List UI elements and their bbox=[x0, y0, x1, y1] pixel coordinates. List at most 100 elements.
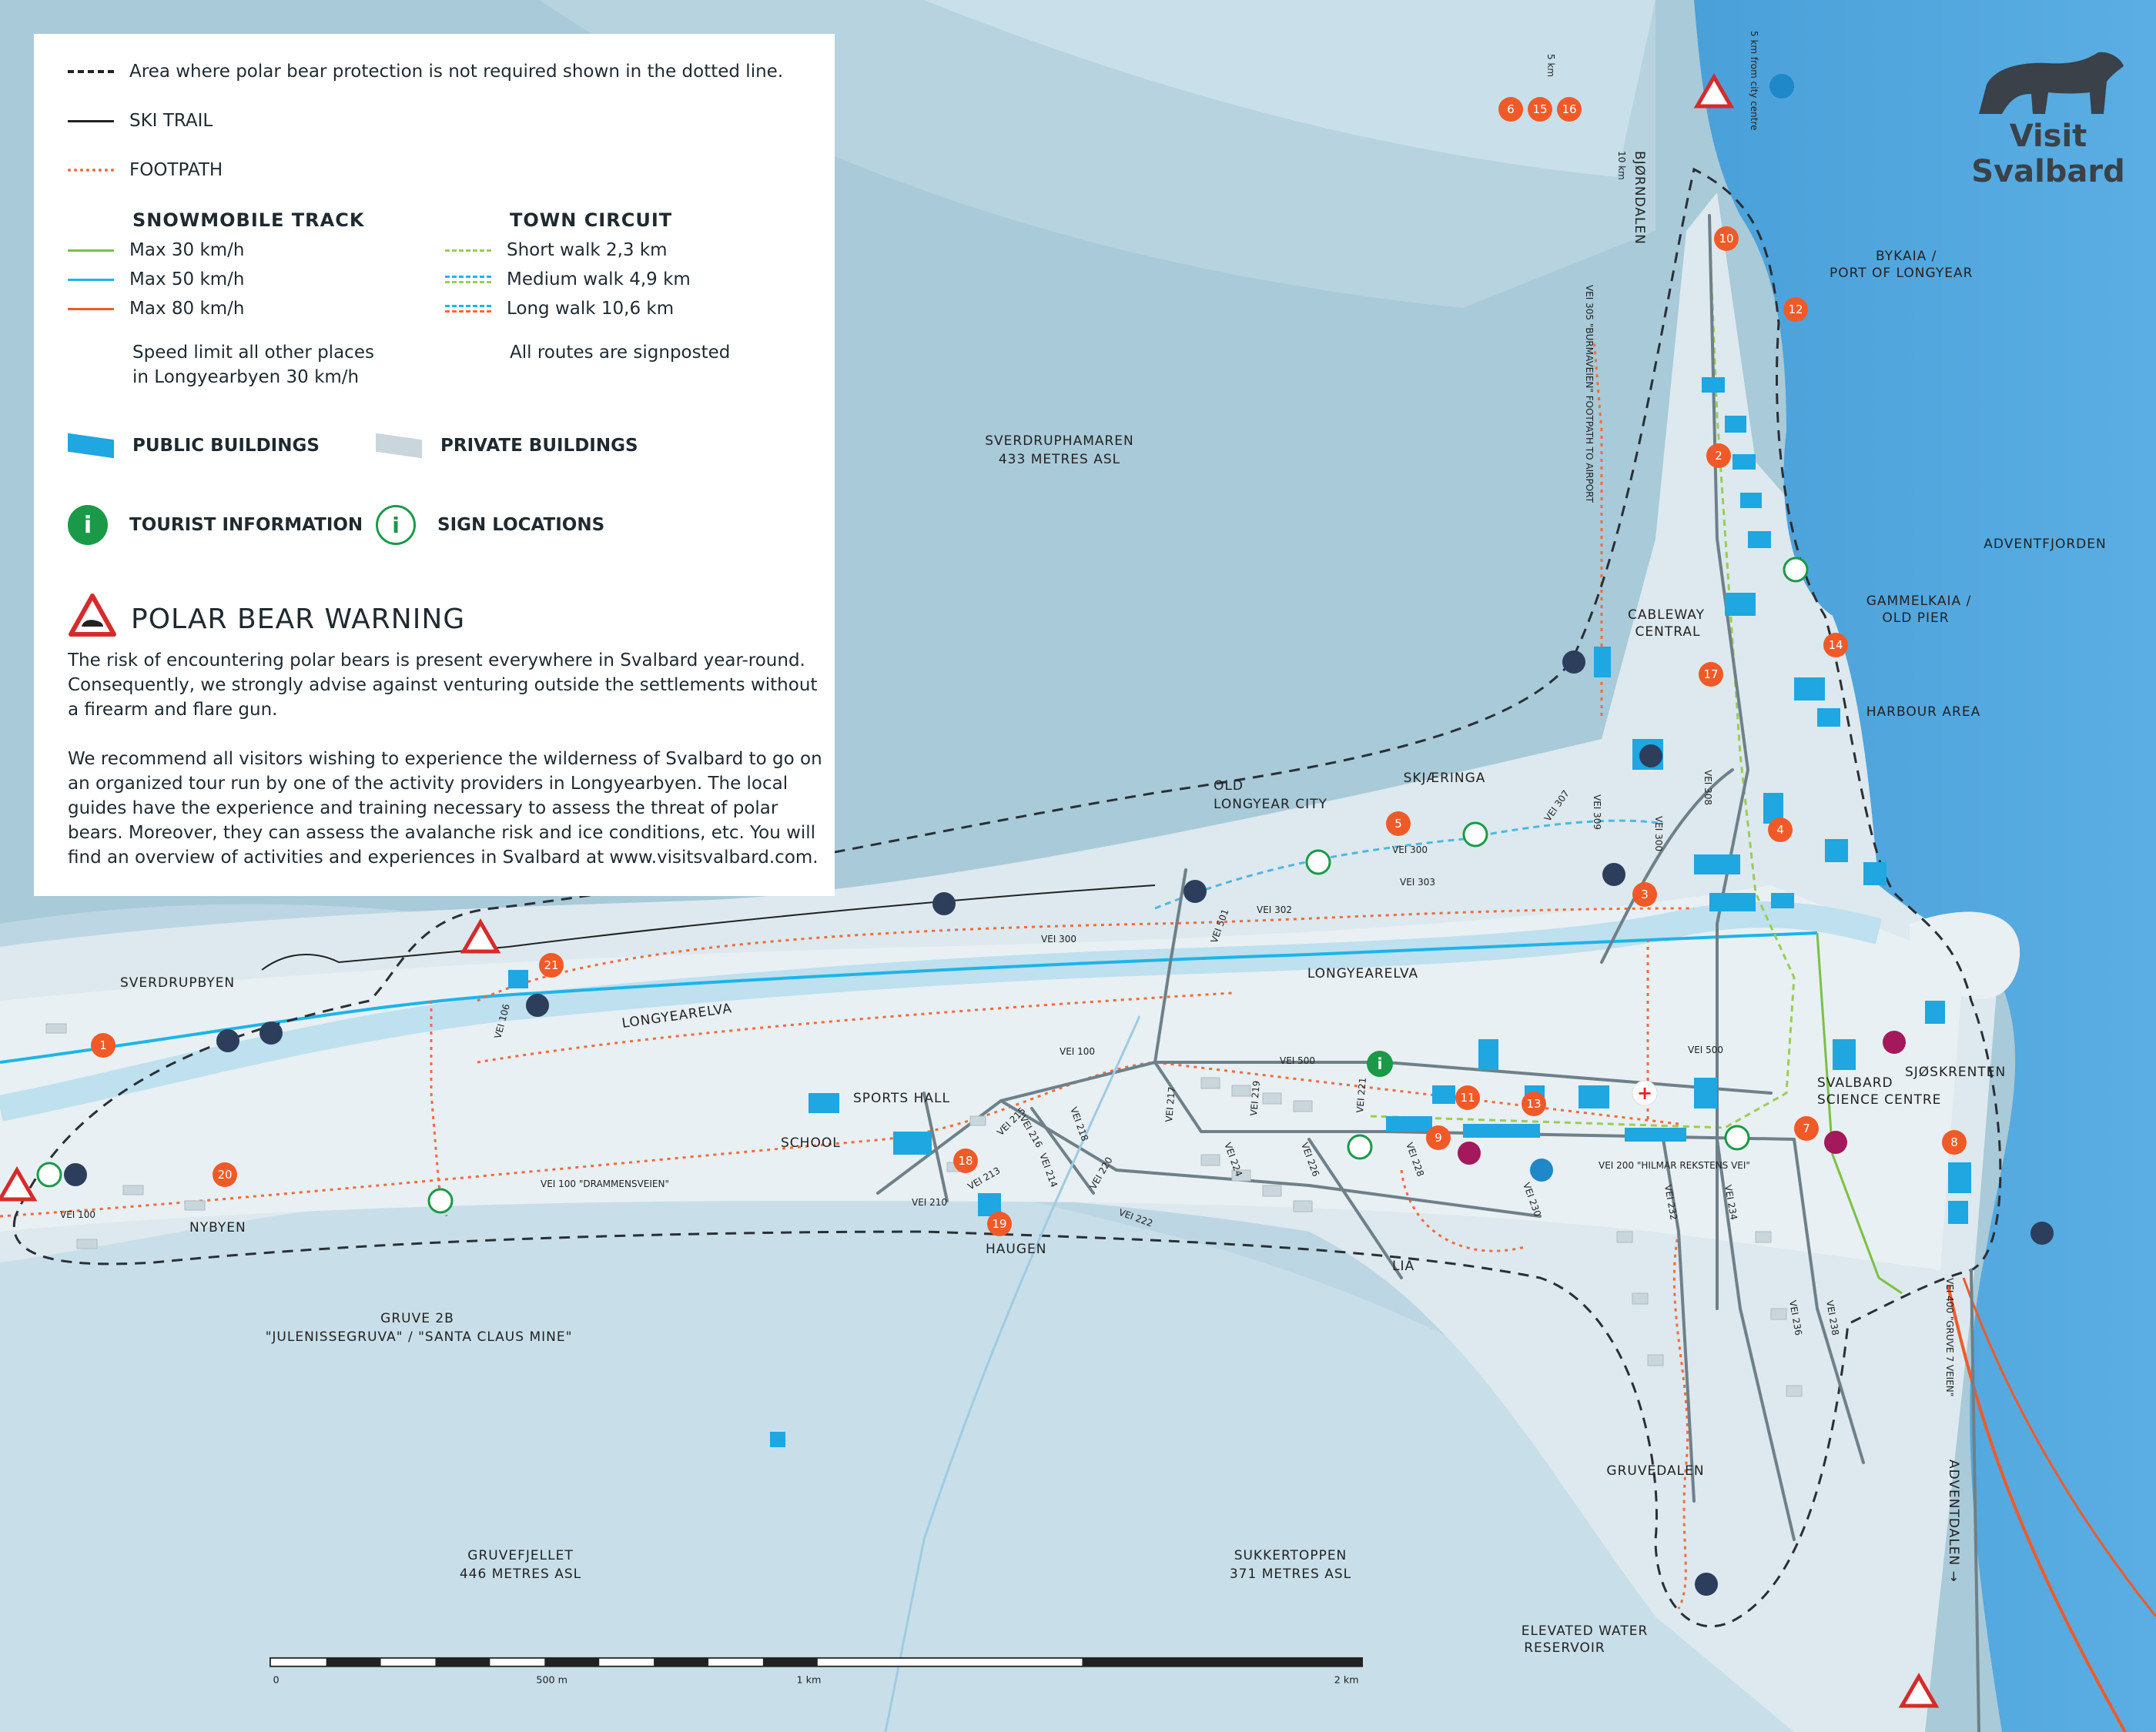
legend-long-text: Long walk 10,6 km bbox=[507, 299, 675, 319]
legend-snow30-row: Max 30 km/h bbox=[68, 240, 245, 260]
svg-text:4: 4 bbox=[1776, 823, 1784, 837]
sign-location-icon[interactable] bbox=[1347, 1134, 1373, 1160]
sign-location-icons bbox=[36, 557, 1809, 1214]
short-walk-swatch bbox=[445, 249, 491, 252]
label-sverdruphamaren-alt: 433 METRES ASL bbox=[999, 452, 1120, 467]
svg-text:18: 18 bbox=[958, 1154, 973, 1168]
activity-icon[interactable] bbox=[216, 1029, 239, 1052]
visit-svalbard-logo[interactable]: Visit Svalbard bbox=[1971, 46, 2125, 189]
legend-ski-row: SKI TRAIL bbox=[68, 111, 213, 131]
activity-icon[interactable] bbox=[1183, 880, 1207, 903]
svg-text:16: 16 bbox=[1562, 102, 1576, 116]
svg-text:9: 9 bbox=[1435, 1131, 1442, 1145]
polar-bear-warning-icon bbox=[1898, 1673, 1940, 1708]
label-svalbard-science-2: SCIENCE CENTRE bbox=[1817, 1092, 1941, 1108]
marker-9[interactable]: 9 bbox=[1426, 1125, 1451, 1150]
road-vei100-west: VEI 100 bbox=[60, 1209, 95, 1220]
sign-location-icon[interactable] bbox=[1724, 1125, 1750, 1151]
activity-icon[interactable] bbox=[932, 892, 956, 915]
scale-1km: 1 km bbox=[797, 1674, 822, 1686]
label-sjoskrenten: SJØSKRENTEN bbox=[1905, 1065, 2006, 1080]
activity-icon[interactable] bbox=[64, 1163, 87, 1186]
marker-11[interactable]: 11 bbox=[1455, 1085, 1480, 1110]
activity-icon[interactable] bbox=[1562, 650, 1585, 674]
legend-private-row: PRIVATE BUILDINGS bbox=[376, 433, 638, 459]
museum-icon[interactable] bbox=[1824, 1131, 1847, 1154]
svg-text:12: 12 bbox=[1788, 303, 1803, 316]
marker-6[interactable]: 6 bbox=[1498, 97, 1523, 122]
sign-location-icon[interactable] bbox=[1462, 821, 1488, 848]
sign-location-icon[interactable] bbox=[36, 1162, 62, 1188]
private-buildings bbox=[45, 1023, 1803, 1397]
activity-icon[interactable] bbox=[2030, 1222, 2054, 1245]
label-cableway: CABLEWAY bbox=[1628, 607, 1705, 623]
legend-public-text: PUBLIC BUILDINGS bbox=[132, 436, 320, 456]
marker-17[interactable]: 17 bbox=[1699, 662, 1723, 687]
marker-15[interactable]: 15 bbox=[1528, 97, 1552, 122]
activity-icon[interactable] bbox=[1639, 744, 1662, 767]
logo-line1: Visit bbox=[2009, 119, 2087, 154]
label-nybyen: NYBYEN bbox=[189, 1220, 246, 1235]
marker-19[interactable]: 19 bbox=[987, 1212, 1012, 1236]
marker-14[interactable]: 14 bbox=[1823, 633, 1848, 657]
label-gruve2b-2: "JULENISSEGRUVA" / "SANTA CLAUS MINE" bbox=[266, 1329, 573, 1345]
marker-13[interactable]: 13 bbox=[1522, 1092, 1546, 1116]
activity-icon[interactable] bbox=[526, 994, 549, 1017]
label-bykaia: BYKAIA / bbox=[1876, 249, 1937, 264]
post-icon[interactable] bbox=[1530, 1159, 1553, 1182]
activity-icon[interactable] bbox=[259, 1021, 283, 1045]
legend-ski-text: SKI TRAIL bbox=[129, 111, 213, 131]
marker-16[interactable]: 16 bbox=[1557, 97, 1582, 122]
sign-location-icon[interactable] bbox=[427, 1188, 454, 1214]
legend-public-row: PUBLIC BUILDINGS bbox=[68, 433, 320, 459]
marker-5[interactable]: 5 bbox=[1386, 811, 1411, 836]
marker-7[interactable]: 7 bbox=[1794, 1116, 1819, 1141]
svg-text:6: 6 bbox=[1507, 102, 1515, 116]
hospital-icon[interactable] bbox=[1632, 1080, 1658, 1106]
road-vei308: VEI 308 bbox=[1702, 770, 1713, 805]
sign-location-icon[interactable] bbox=[1305, 849, 1331, 875]
polar-bear-warning-icon bbox=[0, 1166, 38, 1202]
road-vei217: VEI 217 bbox=[1163, 1086, 1177, 1122]
snow80-swatch bbox=[68, 307, 114, 310]
marker-8[interactable]: 8 bbox=[1942, 1130, 1967, 1155]
marker-20[interactable]: 20 bbox=[213, 1162, 237, 1187]
legend-footpath-row: FOOTPATH bbox=[68, 160, 223, 180]
marker-21[interactable]: 21 bbox=[539, 953, 564, 978]
marker-18[interactable]: 18 bbox=[953, 1149, 978, 1173]
sign-location-icon[interactable] bbox=[1783, 557, 1809, 583]
activity-icon[interactable] bbox=[1695, 1573, 1718, 1596]
label-bjorndalen: BJØRNDALEN bbox=[1632, 151, 1647, 245]
legend-circuit-title: TOWN CIRCUIT bbox=[510, 209, 673, 231]
marker-10[interactable]: 10 bbox=[1714, 226, 1739, 251]
airport-icon[interactable] bbox=[1769, 74, 1794, 99]
marker-3[interactable]: 3 bbox=[1632, 882, 1657, 907]
museum-icon[interactable] bbox=[1458, 1142, 1481, 1165]
snowmobile-track-30 bbox=[1816, 932, 1903, 1295]
place-labels: SVERDRUPHAMAREN 433 METRES ASL ADVENTFJO… bbox=[120, 31, 2106, 1656]
polar-bear-warning-icon bbox=[69, 593, 116, 637]
marker-4[interactable]: 4 bbox=[1768, 818, 1793, 842]
label-adventdalen: ADVENTDALEN → bbox=[1946, 1459, 1961, 1583]
tourist-info-icon[interactable]: i bbox=[1367, 1051, 1393, 1077]
polar-bear-logo-icon bbox=[1979, 52, 2124, 114]
label-svalbard-science: SVALBARD bbox=[1817, 1075, 1893, 1091]
marker-1[interactable]: 1 bbox=[91, 1033, 116, 1058]
marker-2[interactable]: 2 bbox=[1706, 443, 1731, 468]
label-airport-km: 5 km from city centre bbox=[1749, 31, 1759, 131]
warning-paragraph-2: We recommend all visitors wishing to exp… bbox=[68, 749, 822, 868]
legend-snow50-row: Max 50 km/h bbox=[68, 269, 245, 289]
label-gruvedalen: GRUVEDALEN bbox=[1606, 1463, 1704, 1479]
long-walk-swatch bbox=[445, 305, 491, 313]
activity-icon[interactable] bbox=[1602, 863, 1625, 886]
marker-12[interactable]: 12 bbox=[1783, 297, 1808, 322]
svg-text:+: + bbox=[1637, 1082, 1652, 1104]
legend-tourist-text: TOURIST INFORMATION bbox=[129, 515, 363, 535]
ski-trail-swatch bbox=[68, 119, 114, 122]
svg-text:21: 21 bbox=[544, 958, 558, 972]
road-vei210: VEI 210 bbox=[912, 1197, 947, 1208]
label-adventfjorden: ADVENTFJORDEN bbox=[1984, 537, 2106, 552]
label-sukkertoppen: SUKKERTOPPEN bbox=[1234, 1548, 1348, 1563]
museum-icon[interactable] bbox=[1883, 1031, 1906, 1054]
label-skjaeringa: SKJÆRINGA bbox=[1404, 771, 1486, 786]
